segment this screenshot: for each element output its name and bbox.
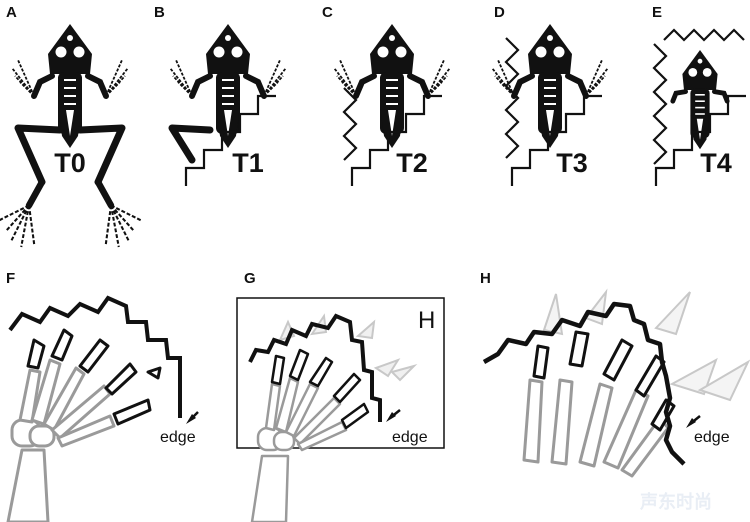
frog-skeleton-e <box>670 49 730 150</box>
panel-c: C T2 <box>322 4 450 186</box>
inset-box <box>236 297 445 449</box>
panel-f: F edge <box>6 270 199 522</box>
edge-profile-h <box>482 301 686 466</box>
ceiling-zigzag-e <box>663 28 745 42</box>
panel-label-e: E <box>652 4 662 21</box>
finger-tips-h <box>532 330 676 432</box>
edge-profile-f <box>8 295 182 418</box>
hand-bones-f <box>6 358 116 522</box>
ghost-tips-h <box>542 288 750 402</box>
staircase-b <box>184 94 276 186</box>
inset-label: H <box>418 307 435 334</box>
edge-label-f: edge <box>160 429 196 446</box>
panel-b: B T1 <box>154 4 286 186</box>
wall-zigzag-e <box>652 43 668 165</box>
panel-g: G H edge <box>236 270 445 522</box>
staircase-e <box>654 94 746 186</box>
panel-h: H edge <box>480 270 750 478</box>
staircase-c <box>350 94 442 186</box>
panel-d: D T3 <box>492 4 608 186</box>
panel-label-h: H <box>480 270 491 287</box>
wall-zigzag-d <box>504 37 520 159</box>
panel-e: E T4 <box>652 4 746 186</box>
edge-profile-g <box>248 313 382 422</box>
watermark-text: 声东时尚 <box>639 491 712 513</box>
hand-bones-h <box>522 378 670 478</box>
edge-label-g: edge <box>392 429 428 446</box>
panel-label-b: B <box>154 4 165 21</box>
condition-label-t1: T1 <box>232 148 264 178</box>
panel-label-c: C <box>322 4 333 21</box>
condition-label-t0: T0 <box>54 148 86 178</box>
condition-label-t3: T3 <box>556 148 588 178</box>
panel-label-d: D <box>494 4 505 21</box>
finger-tips-f <box>26 328 162 426</box>
panel-label-f: F <box>6 270 15 287</box>
condition-label-t2: T2 <box>396 148 428 178</box>
hind-limbs-a <box>0 124 142 247</box>
panel-label-a: A <box>6 4 17 21</box>
panel-a: A T0 <box>0 4 142 247</box>
edge-label-h: edge <box>694 429 730 446</box>
panel-label-g: G <box>244 270 256 287</box>
wall-zigzag-c <box>342 87 358 161</box>
hind-limb-b <box>168 124 214 164</box>
staircase-d <box>510 94 602 186</box>
condition-label-t4: T4 <box>700 148 732 178</box>
finger-tips-g <box>270 348 370 430</box>
hand-bones-g <box>250 376 348 522</box>
